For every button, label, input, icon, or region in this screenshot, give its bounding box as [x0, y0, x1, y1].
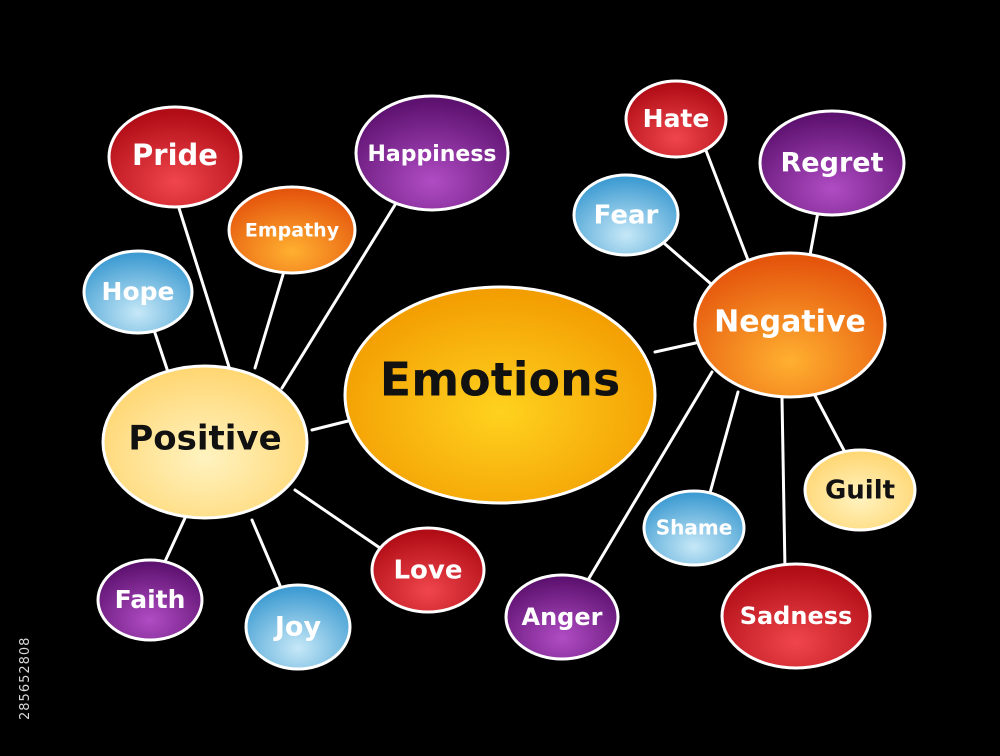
connector-negative-sadness: [780, 396, 787, 572]
node-anger-label: Anger: [522, 603, 603, 631]
node-empathy-label: Empathy: [245, 220, 340, 242]
node-shame: Shame: [642, 489, 746, 567]
node-faith-label: Faith: [115, 585, 186, 614]
node-love-label: Love: [393, 556, 462, 586]
node-pride-label: Pride: [132, 138, 218, 172]
node-fear-label: Fear: [594, 201, 659, 231]
node-fear: Fear: [572, 173, 680, 257]
node-hope: Hope: [82, 249, 194, 335]
node-sadness-label: Sadness: [740, 602, 853, 630]
connector-positive-empathy: [253, 266, 287, 370]
node-regret-label: Regret: [781, 148, 884, 179]
connector-negative-anger: [583, 370, 714, 587]
connector-positive-joy: [250, 518, 286, 597]
nodes: Emotions Positive Negative Pride Happine…: [82, 79, 917, 671]
connector-negative-guilt: [810, 388, 850, 460]
node-shame-label: Shame: [656, 516, 733, 540]
node-hate: Hate: [624, 79, 728, 159]
stock-id-watermark: 285652808: [18, 636, 33, 720]
node-negative: Negative: [693, 251, 887, 399]
node-happiness: Happiness: [354, 94, 510, 212]
node-anger: Anger: [504, 573, 620, 661]
node-guilt-label: Guilt: [825, 476, 895, 506]
node-pride: Pride: [107, 105, 243, 209]
node-negative-label: Negative: [714, 305, 866, 340]
connector-positive-happiness: [280, 198, 400, 390]
node-joy: Joy: [244, 583, 352, 671]
node-center-label: Emotions: [380, 353, 620, 407]
connector-center-negative: [653, 340, 702, 354]
connector-positive-love: [293, 488, 382, 550]
node-happiness-label: Happiness: [367, 142, 496, 167]
node-center: Emotions: [343, 285, 657, 505]
node-love: Love: [370, 526, 486, 614]
connector-positive-faith: [160, 516, 187, 570]
connector-negative-hate: [703, 146, 750, 262]
node-regret: Regret: [758, 109, 906, 217]
connector-center-positive: [310, 418, 354, 432]
node-positive-label: Positive: [128, 419, 281, 459]
node-hope-label: Hope: [102, 277, 175, 306]
node-sadness: Sadness: [720, 562, 872, 670]
node-joy-label: Joy: [273, 612, 322, 643]
node-guilt: Guilt: [803, 448, 917, 532]
connector-negative-fear: [663, 242, 720, 292]
node-hate-label: Hate: [643, 104, 710, 133]
connector-negative-shame: [706, 390, 740, 502]
node-faith: Faith: [96, 558, 204, 642]
connector-positive-pride: [176, 203, 232, 372]
node-positive: Positive: [101, 364, 309, 520]
node-empathy: Empathy: [227, 185, 357, 275]
connector-negative-regret: [808, 210, 820, 257]
